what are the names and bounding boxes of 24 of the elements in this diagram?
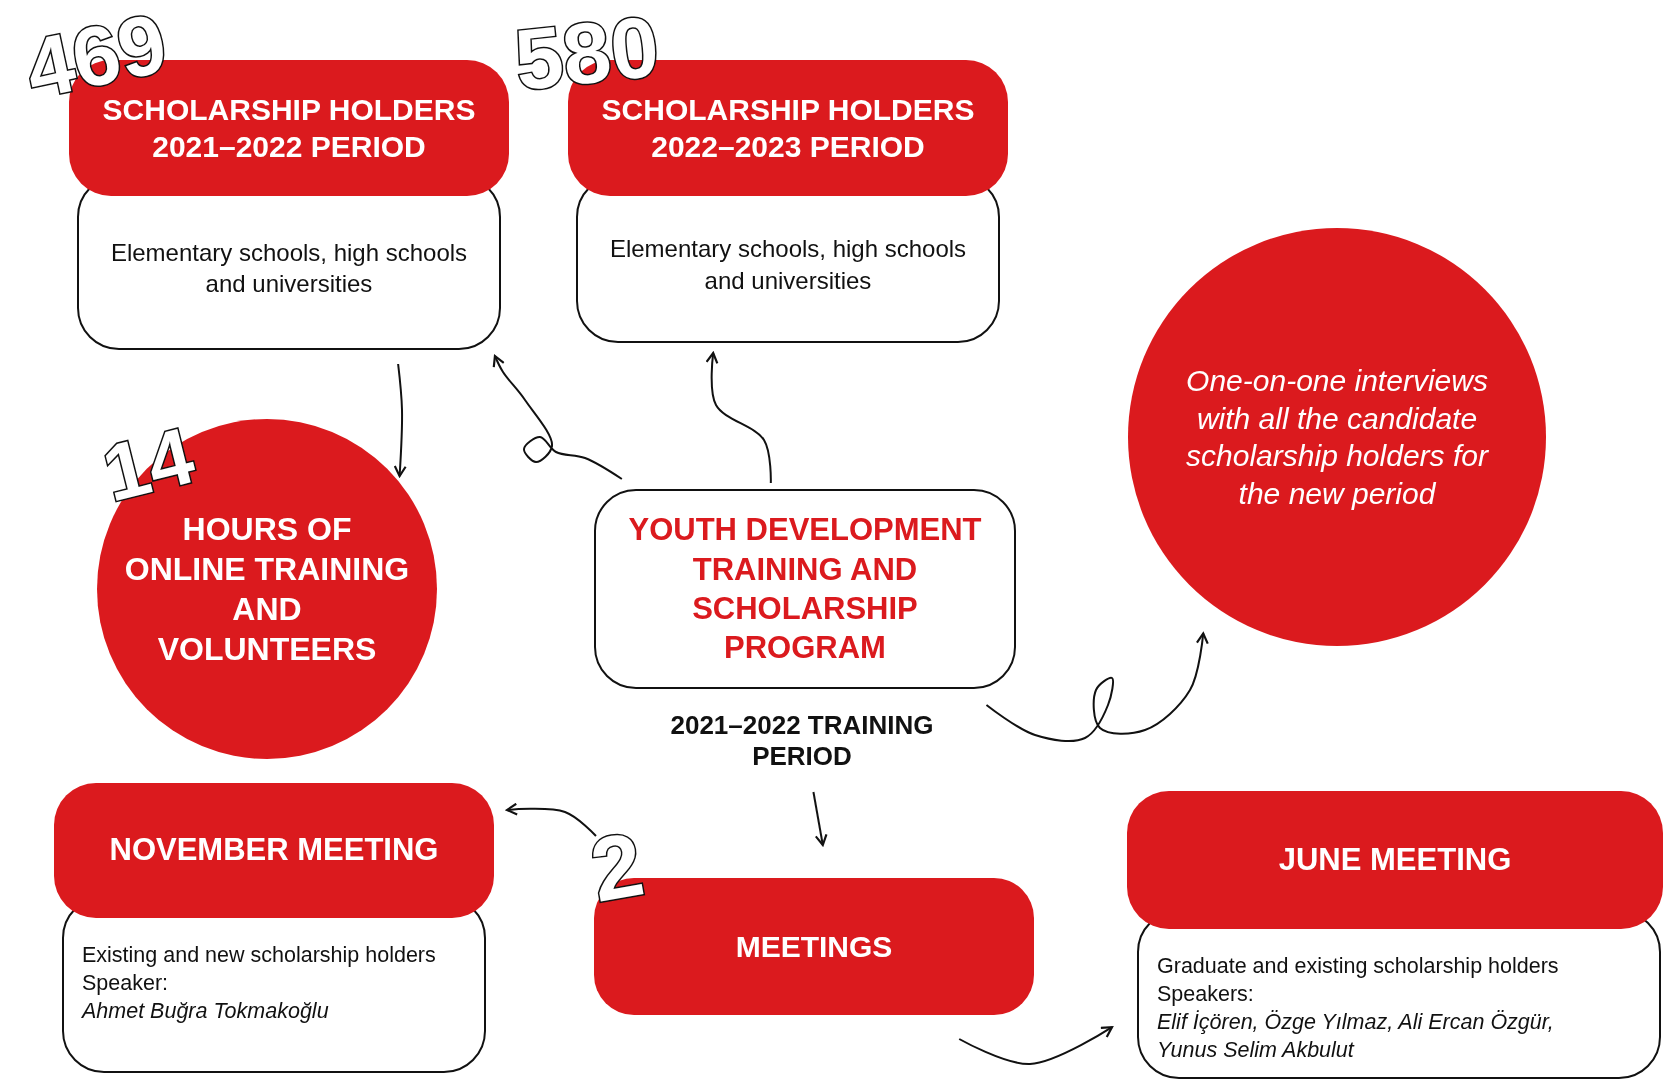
card-title: NOVEMBER MEETING [109, 831, 439, 870]
card-title: SCHOLARSHIP HOLDERS 2021–2022 PERIOD [102, 92, 477, 165]
period-label: 2021–2022 TRAINING PERIOD [669, 710, 935, 772]
program-title: YOUTH DEVELOPMENT TRAINING AND SCHOLARSHIP PROGRAM [627, 511, 983, 668]
circle-text: One-on-one interviews with all the candidate scholarship holders for the new period [1185, 363, 1490, 512]
arrow [958, 1026, 1114, 1065]
speaker-names: Ahmet Buğra Tokmakoğlu [82, 997, 329, 1025]
arrow [985, 632, 1209, 742]
meetings-title: MEETINGS [735, 929, 893, 964]
card-title: JUNE MEETING [1278, 840, 1512, 879]
card-text: Elementary schools, high schools and universities [608, 234, 968, 296]
stat-number: 2 [584, 818, 650, 916]
arrow [492, 354, 623, 480]
arrow [705, 351, 772, 484]
card-text: Speaker: [82, 969, 169, 997]
arrow [393, 363, 407, 478]
arrow [812, 791, 828, 847]
card-text: Graduate and existing scholarship holders [1157, 953, 1559, 980]
speaker-names: Elif İçören, Özge Yılmaz, Ali Ercan Özgür, Yunus Selim Akbulut [1157, 1008, 1555, 1064]
card-text: Existing and new scholarship holders [82, 942, 436, 969]
arrow [505, 802, 597, 837]
card-title: SCHOLARSHIP HOLDERS 2022–2023 PERIOD [600, 91, 976, 165]
card-text: Speakers: [1157, 980, 1254, 1008]
card-text: Elementary schools, high schools and universities [109, 237, 469, 299]
